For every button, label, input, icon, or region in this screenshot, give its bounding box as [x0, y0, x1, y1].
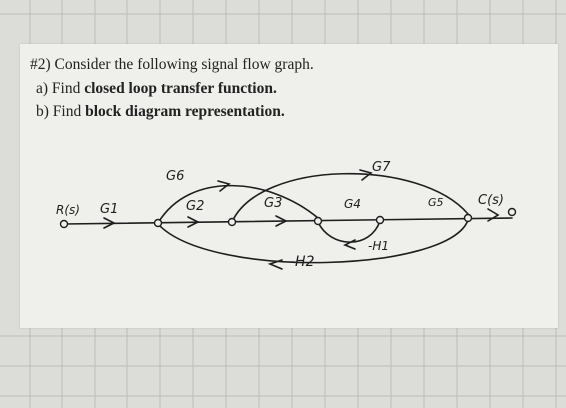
label-g1: G1	[100, 202, 118, 217]
arrow-h2	[267, 259, 283, 270]
label-h2: -H2	[290, 254, 315, 270]
node-5	[375, 215, 385, 225]
label-output: C(s)	[478, 193, 504, 208]
arrow-out	[487, 208, 500, 222]
arrow-g3	[275, 215, 288, 227]
node-6	[463, 213, 473, 223]
part-a-task: closed loop transfer function.	[84, 80, 277, 97]
label-g2: G2	[186, 199, 204, 214]
arrow-h1	[343, 239, 356, 250]
part-b-task: block diagram representation.	[85, 103, 285, 120]
question-title: #2) Consider the following signal flow g…	[30, 56, 314, 73]
label-g5: G5	[428, 196, 444, 209]
part-a-prefix: a) Find	[36, 80, 85, 97]
loop-h2	[157, 219, 469, 264]
node-3	[227, 217, 237, 227]
part-a: a) Find closed loop transfer function.	[36, 80, 277, 98]
part-b: b) Find block diagram representation.	[36, 103, 285, 121]
branch-g7	[231, 172, 469, 223]
branch-g6	[157, 184, 319, 224]
label-input: R(s)	[56, 203, 80, 217]
label-g7: G7	[372, 160, 391, 175]
arrow-g6	[217, 180, 231, 192]
node-2	[153, 218, 163, 228]
question-paper	[20, 44, 558, 328]
arrow-g7	[359, 169, 373, 181]
node-4	[313, 216, 323, 226]
node-input	[59, 219, 69, 229]
arrow-g2	[187, 216, 200, 228]
label-h1: -H1	[368, 239, 389, 253]
node-output	[507, 207, 517, 217]
label-g4: G4	[344, 197, 361, 211]
part-b-prefix: b) Find	[36, 103, 86, 120]
label-g3: G3	[264, 196, 282, 211]
label-g6: G6	[166, 169, 184, 184]
forward-path	[63, 217, 513, 225]
arrow-g1	[103, 217, 116, 229]
